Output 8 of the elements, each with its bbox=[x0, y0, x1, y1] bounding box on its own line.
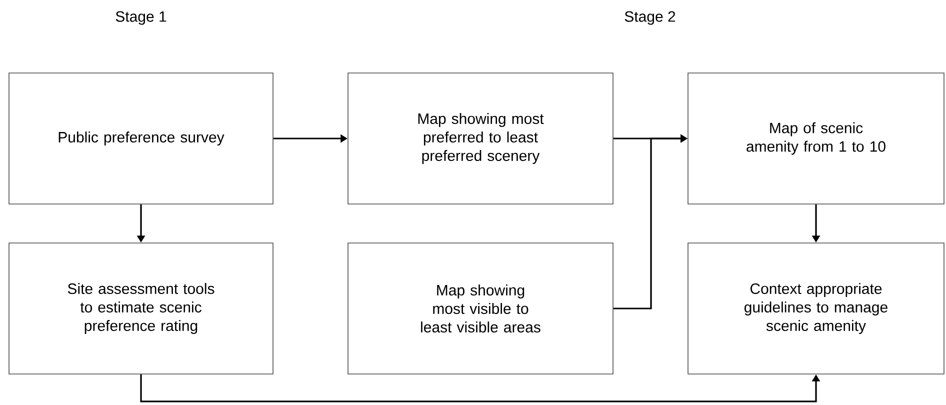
process-box: Map showing most visible to least visible areas bbox=[348, 242, 614, 374]
process-box: Site assessment tools to estimate scenic preference rating bbox=[8, 242, 274, 374]
process-box: Map of scenic amenity from 1 to 10 bbox=[688, 72, 944, 204]
process-box: Public preference survey bbox=[8, 72, 274, 204]
process-box: Context appropriate guidelines to manage scenic amenity bbox=[688, 242, 944, 374]
process-box: Map showing most preferred to least preferred scenery bbox=[348, 72, 614, 204]
stage-label: Stage 1 bbox=[116, 11, 166, 25]
stage-label: Stage 2 bbox=[624, 11, 676, 25]
